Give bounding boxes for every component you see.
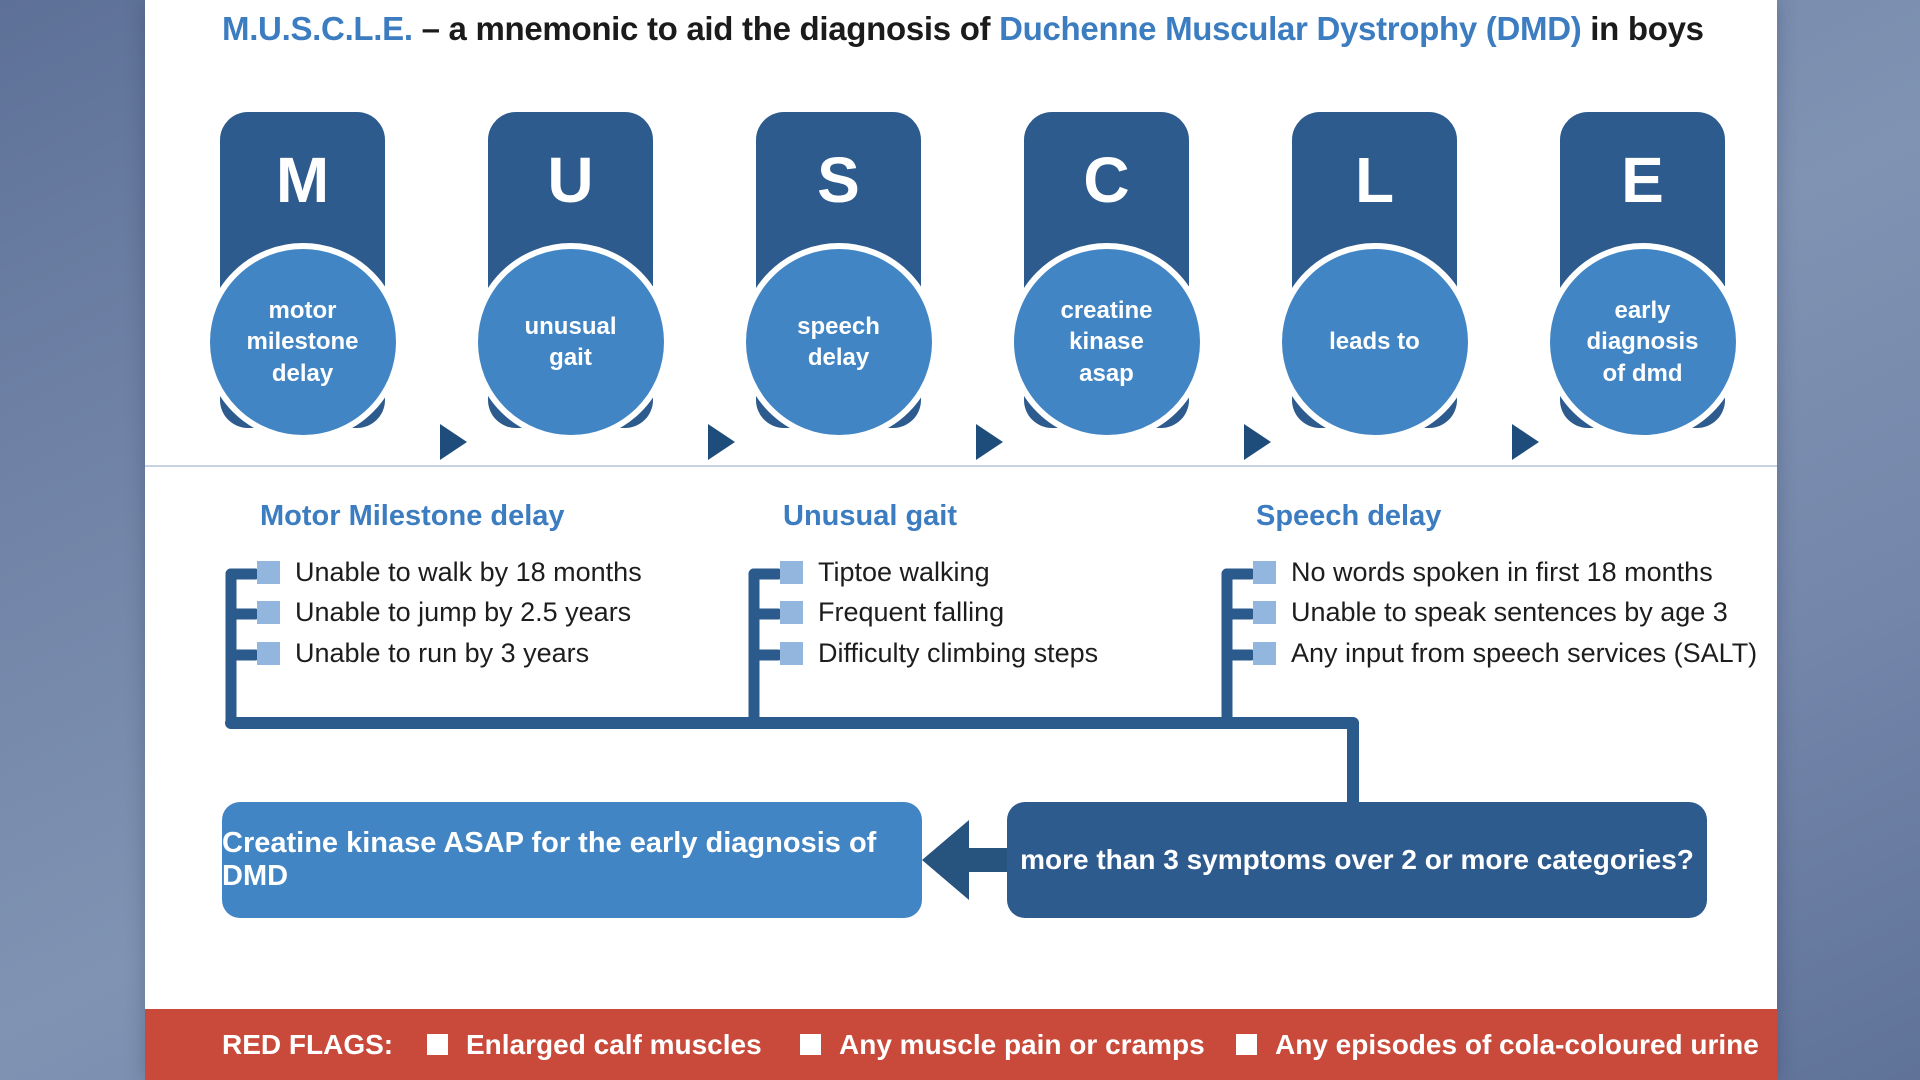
mnemonic-card-s: S speech delay <box>739 112 938 441</box>
red-flags-banner: RED FLAGS: Enlarged calf muscles Any mus… <box>145 1009 1777 1080</box>
title-suffix: in boys <box>1581 10 1704 47</box>
bullet-square-icon <box>780 601 803 625</box>
mnemonic-circle: motor milestone delay <box>203 243 402 441</box>
bullet-item: Unable to walk by 18 months <box>257 552 642 593</box>
title-condition: Duchenne Muscular Dystrophy (DMD) <box>999 10 1582 47</box>
mnemonic-card-c: C creatine kinase asap <box>1007 112 1206 441</box>
title-mnemonic: M.U.S.C.L.E. <box>222 10 413 47</box>
bullet-item: Difficulty climbing steps <box>780 633 1098 674</box>
bullet-item: Unable to jump by 2.5 years <box>257 593 642 634</box>
bullet-square-icon <box>780 560 803 584</box>
mnemonic-letter: U <box>547 144 594 216</box>
mnemonic-row: M motor milestone delay U unusual gait S… <box>203 112 1742 460</box>
bullet-square-icon <box>1253 560 1276 584</box>
red-flag-item: Enlarged calf muscles <box>427 1009 762 1080</box>
bullet-item: Tiptoe walking <box>780 552 1098 593</box>
bullet-square-icon <box>800 1034 821 1055</box>
mnemonic-card-u: U unusual gait <box>471 112 670 441</box>
bullet-square-icon <box>257 641 280 665</box>
decision-box-label: more than 3 symptoms over 2 or more cate… <box>1020 844 1694 875</box>
mnemonic-label: motor milestone delay <box>246 297 359 387</box>
bullet-square-icon <box>257 560 280 584</box>
bullet-item: Any input from speech services (SALT) <box>1253 633 1757 674</box>
bullet-square-icon <box>1253 641 1276 665</box>
section-divider <box>145 465 1777 467</box>
title-mid: – a mnemonic to aid the diagnosis of <box>412 10 1000 47</box>
bullet-square-icon <box>427 1034 448 1055</box>
column-header: Unusual gait <box>783 500 958 532</box>
column-items: Unable to walk by 18 months Unable to ju… <box>257 552 642 674</box>
red-flags-label: RED FLAGS: <box>222 1028 394 1060</box>
mnemonic-circle: speech delay <box>739 243 938 441</box>
mnemonic-label: unusual gait <box>524 312 617 371</box>
mnemonic-circle: leads to <box>1275 243 1474 441</box>
mnemonic-card-m: M motor milestone delay <box>203 112 402 441</box>
bullet-item: Unable to run by 3 years <box>257 633 642 674</box>
bullet-square-icon <box>780 641 803 665</box>
column-items: No words spoken in first 18 months Unabl… <box>1253 552 1757 674</box>
bullet-item: Unable to speak sentences by age 3 <box>1253 593 1757 634</box>
column-items: Tiptoe walking Frequent falling Difficul… <box>780 552 1098 674</box>
bullet-square-icon <box>1253 601 1276 625</box>
column-header: Motor Milestone delay <box>260 500 565 532</box>
mnemonic-letter: M <box>275 144 330 216</box>
action-box: Creatine kinase ASAP for the early diagn… <box>222 802 922 918</box>
decision-box: more than 3 symptoms over 2 or more cate… <box>1007 802 1707 918</box>
mnemonic-circle: unusual gait <box>471 243 670 441</box>
mnemonic-label: leads to <box>1329 328 1420 356</box>
arrow-right-icon <box>1244 424 1271 460</box>
bullet-square-icon <box>257 601 280 625</box>
column-header: Speech delay <box>1256 500 1442 532</box>
symptom-column-speech: Speech delay No words spoken in first 18… <box>1253 498 1757 674</box>
symptom-column-gait: Unusual gait Tiptoe walking Frequent fal… <box>780 498 1098 674</box>
arrow-right-icon <box>976 424 1003 460</box>
arrow-right-icon <box>708 424 735 460</box>
action-box-label: Creatine kinase ASAP for the early diagn… <box>222 827 877 892</box>
mnemonic-label: early diagnosis of dmd <box>1586 297 1699 387</box>
mnemonic-circle: creatine kinase asap <box>1007 243 1206 441</box>
mnemonic-card-l: L leads to <box>1275 112 1474 441</box>
arrow-right-icon <box>1512 424 1539 460</box>
arrow-right-icon <box>440 424 467 460</box>
mnemonic-letter: E <box>1621 144 1664 216</box>
mnemonic-label: creatine kinase asap <box>1060 297 1153 387</box>
mnemonic-circle: early diagnosis of dmd <box>1543 243 1742 441</box>
bullet-item: Frequent falling <box>780 593 1098 634</box>
mnemonic-letter: S <box>817 144 860 216</box>
symptom-column-motor: Motor Milestone delay Unable to walk by … <box>257 498 642 674</box>
red-flag-item: Any episodes of cola-coloured urine <box>1236 1009 1759 1080</box>
mnemonic-letter: C <box>1083 144 1130 216</box>
mnemonic-card-e: E early diagnosis of dmd <box>1543 112 1742 441</box>
infographic-panel: M.U.S.C.L.E. – a mnemonic to aid the dia… <box>145 0 1777 1080</box>
bullet-item: No words spoken in first 18 months <box>1253 552 1757 593</box>
mnemonic-letter: L <box>1354 144 1395 216</box>
red-flag-item: Any muscle pain or cramps <box>800 1009 1205 1080</box>
page-title: M.U.S.C.L.E. – a mnemonic to aid the dia… <box>222 10 1704 48</box>
arrow-left-icon <box>922 820 1011 900</box>
bullet-square-icon <box>1236 1034 1257 1055</box>
mnemonic-label: speech delay <box>797 312 880 371</box>
